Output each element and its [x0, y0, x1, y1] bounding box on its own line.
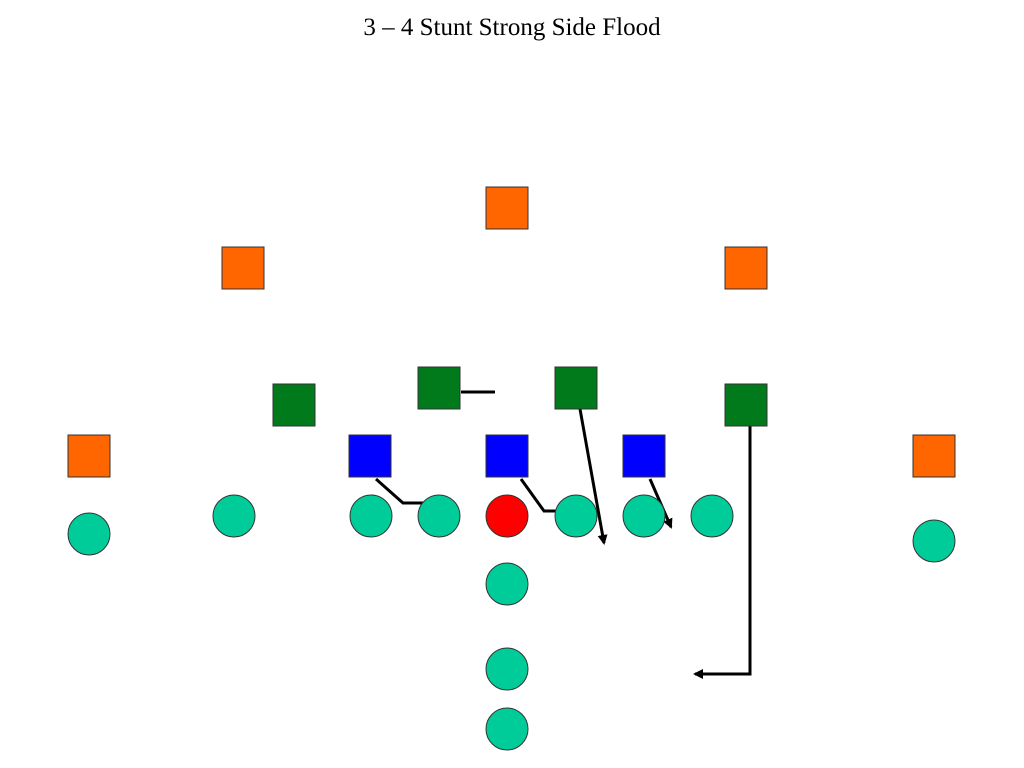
- fullback: [485, 647, 529, 691]
- right-wide-receiver: [912, 519, 956, 563]
- olb-flood-arrow: [693, 426, 752, 679]
- nose-stunt-line: [519, 478, 556, 513]
- left-slot-receiver: [212, 494, 256, 538]
- right-cornerback: [912, 434, 956, 478]
- right-safety: [724, 246, 768, 290]
- linebacker-group: [272, 366, 768, 427]
- center: [485, 494, 529, 538]
- slide-title: 3 – 4 Stunt Strong Side Flood: [363, 14, 661, 41]
- tailback: [485, 707, 529, 751]
- left-cornerback: [67, 434, 111, 478]
- defensive-line-group: [348, 434, 666, 478]
- quarterback: [485, 562, 529, 606]
- left-inside-linebacker: [417, 366, 461, 410]
- free-safety: [485, 186, 529, 230]
- secondary-group: [67, 186, 956, 478]
- left-tackle: [349, 494, 393, 538]
- left-wide-receiver: [67, 512, 111, 556]
- right-inside-linebacker: [554, 366, 598, 410]
- stunt-routes: [375, 390, 752, 679]
- nose-tackle: [485, 434, 529, 478]
- left-safety: [221, 246, 265, 290]
- tight-end: [690, 494, 734, 538]
- right-guard: [554, 494, 598, 538]
- offense-group: [67, 494, 956, 751]
- lb-drop-arrow: [578, 408, 608, 545]
- left-guard: [417, 494, 461, 538]
- left-dl-stunt-line: [375, 477, 426, 505]
- left-defensive-end: [348, 434, 392, 478]
- right-defensive-end: [622, 434, 666, 478]
- right-tackle: [622, 494, 666, 538]
- right-outside-linebacker: [724, 383, 768, 427]
- left-outside-linebacker: [272, 383, 316, 427]
